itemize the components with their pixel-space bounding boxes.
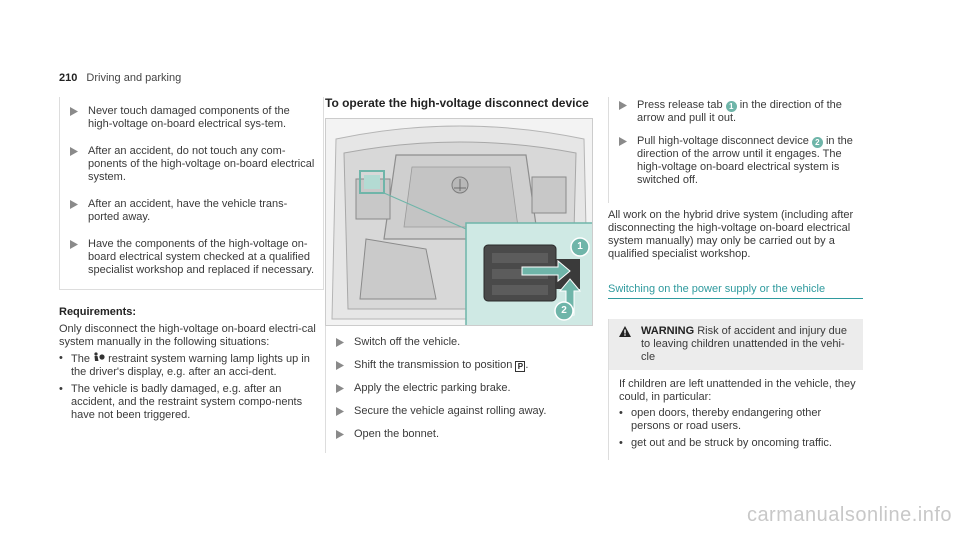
arrow-icon [60,105,88,131]
arrow-icon [326,405,354,418]
callout-badge: 2 [811,137,823,148]
list-item: Shift the transmission to position P. [326,359,595,372]
column-1: Never touch damaged components of the hi… [59,97,324,426]
warning-box: WARNING Risk of accident and injury due … [608,319,863,460]
list-item: Never touch damaged components of the hi… [60,105,323,131]
airbag-warning-icon [94,352,105,361]
list-item: Secure the vehicle against rolling away. [326,405,595,418]
arrow-icon [326,428,354,441]
list-item: Apply the electric parking brake. [326,382,595,395]
section-heading: To operate the high-voltage disconnect d… [325,96,589,110]
arrow-icon [326,336,354,349]
list-item: • The vehicle is badly damaged, e.g. aft… [59,383,303,421]
arrow-icon [326,382,354,395]
column-3: Press release tab 1 in the direction of … [608,97,863,460]
bullet-dot: • [59,352,63,364]
arrow-icon [609,99,637,125]
warning-headline: Risk of accident and injury due to leavi… [641,325,848,363]
bullet-dot: • [619,437,623,449]
callout-1: 1 [577,241,583,252]
arrow-icon [609,135,637,187]
arrow-icon [60,145,88,184]
requirements-title: Requirements: [59,306,137,318]
requirements-intro: Only disconnect the high-voltage on-boar… [59,323,316,348]
list-item: • get out and be struck by oncoming traf… [619,437,832,449]
list-item: After an accident, have the vehicle tran… [60,198,323,224]
list-item: Press release tab 1 in the direction of … [609,99,863,125]
list-item: After an accident, do not touch any com-… [60,145,323,184]
bullet-dot: • [59,383,63,395]
warning-list: • open doors, thereby endangering other … [619,407,857,450]
list-item: Switch off the vehicle. [326,336,595,349]
watermark: carmanualsonline.info [746,504,952,526]
section-heading-link[interactable]: Switching on the power supply or the veh… [608,283,863,299]
warning-intro: If children are left unattended in the v… [619,378,856,403]
list-item: Open the bonnet. [326,428,595,441]
warning-triangle-icon [619,325,641,364]
column-2: To operate the high-voltage disconnect d… [325,97,595,453]
page-number: 210 [59,72,78,84]
warning-label: WARNING [641,325,695,337]
list-item: Pull high-voltage disconnect device 2 in… [609,135,863,187]
warning-body: If children are left unattended in the v… [609,370,863,460]
engine-bay-illustration: 1 2 [325,118,593,326]
safety-bullets-box: Never touch damaged components of the hi… [59,97,324,290]
section-name: Driving and parking [86,72,182,84]
arrow-icon [60,238,88,277]
steps-list: Switch off the vehicle. Shift the transm… [325,326,595,453]
arrow-icon [326,359,354,372]
steps-list: Press release tab 1 in the direction of … [608,97,863,203]
warning-header: WARNING Risk of accident and injury due … [609,319,863,370]
callout-badge: 1 [725,101,737,112]
bullet-dot: • [619,407,623,419]
list-item: • The restraint system warning lamp ligh… [59,352,310,378]
list-item: Have the components of the high-voltage … [60,238,323,277]
situations-list: • The restraint system warning lamp ligh… [59,352,324,422]
arrow-icon [60,198,88,224]
specialist-note: All work on the hybrid drive system (inc… [608,209,854,260]
page-header: 210 Driving and parking [59,72,181,84]
list-item: • open doors, thereby endangering other … [619,407,822,432]
callout-2: 2 [561,305,567,316]
park-position-symbol: P [515,361,526,372]
